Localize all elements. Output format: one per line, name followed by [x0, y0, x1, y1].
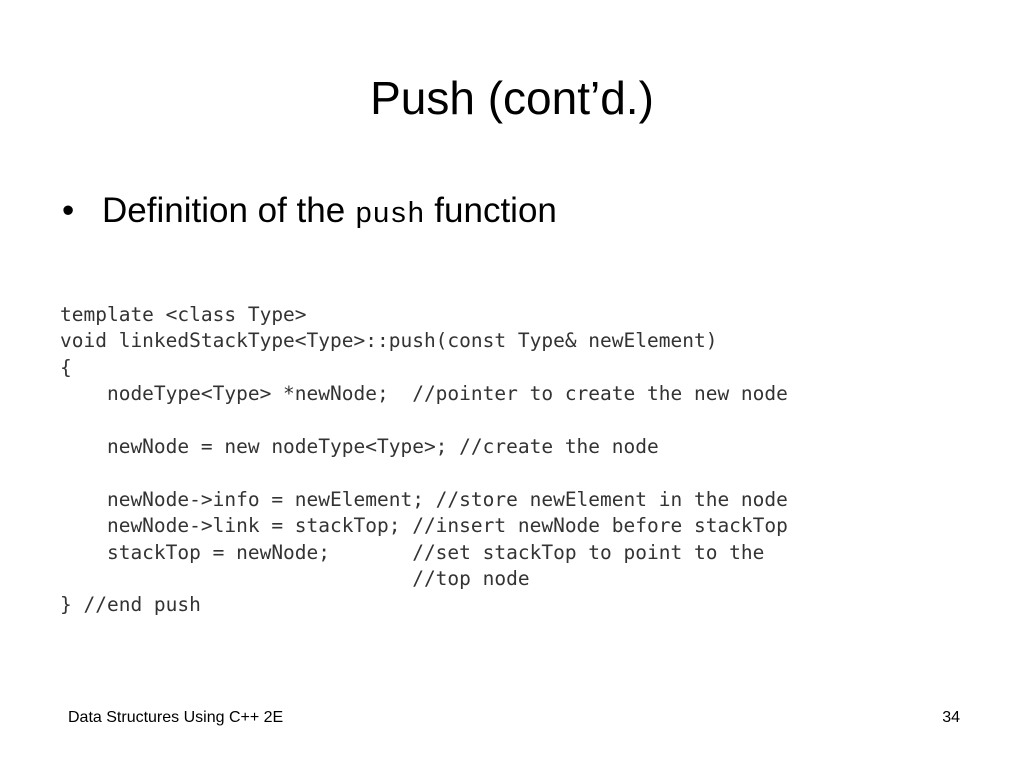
code-line: {	[60, 355, 72, 379]
footer-page-number: 34	[942, 709, 960, 726]
code-line: nodeType<Type> *newNode; //pointer to cr…	[60, 382, 788, 406]
bullet-code-keyword: push	[354, 198, 425, 231]
code-line: void linkedStackType<Type>::push(const T…	[60, 329, 718, 353]
code-line: //top node	[60, 566, 530, 590]
code-line: newNode->info = newElement; //store newE…	[60, 487, 788, 511]
slide-title: Push (cont’d.)	[370, 72, 654, 124]
bullet-text-before: Definition of the	[102, 191, 355, 230]
code-line	[60, 408, 788, 434]
bullet-marker: •	[62, 191, 75, 230]
code-line: template <class Type>	[60, 303, 307, 326]
code-line: newNode = new nodeType<Type>; //create t…	[60, 434, 659, 458]
bullet-point: • Definition of the push function	[62, 186, 557, 240]
footer-course-title: Data Structures Using C++ 2E	[68, 709, 284, 726]
code-line: } //end push	[60, 593, 201, 617]
code-line	[60, 460, 788, 486]
code-line: stackTop = newNode; //set stackTop to po…	[60, 540, 765, 564]
bullet-text-after: function	[424, 191, 557, 230]
code-line: newNode->link = stackTop; //insert newNo…	[60, 514, 788, 538]
code-listing: template <class Type> void linkedStackTyp…	[60, 302, 788, 619]
